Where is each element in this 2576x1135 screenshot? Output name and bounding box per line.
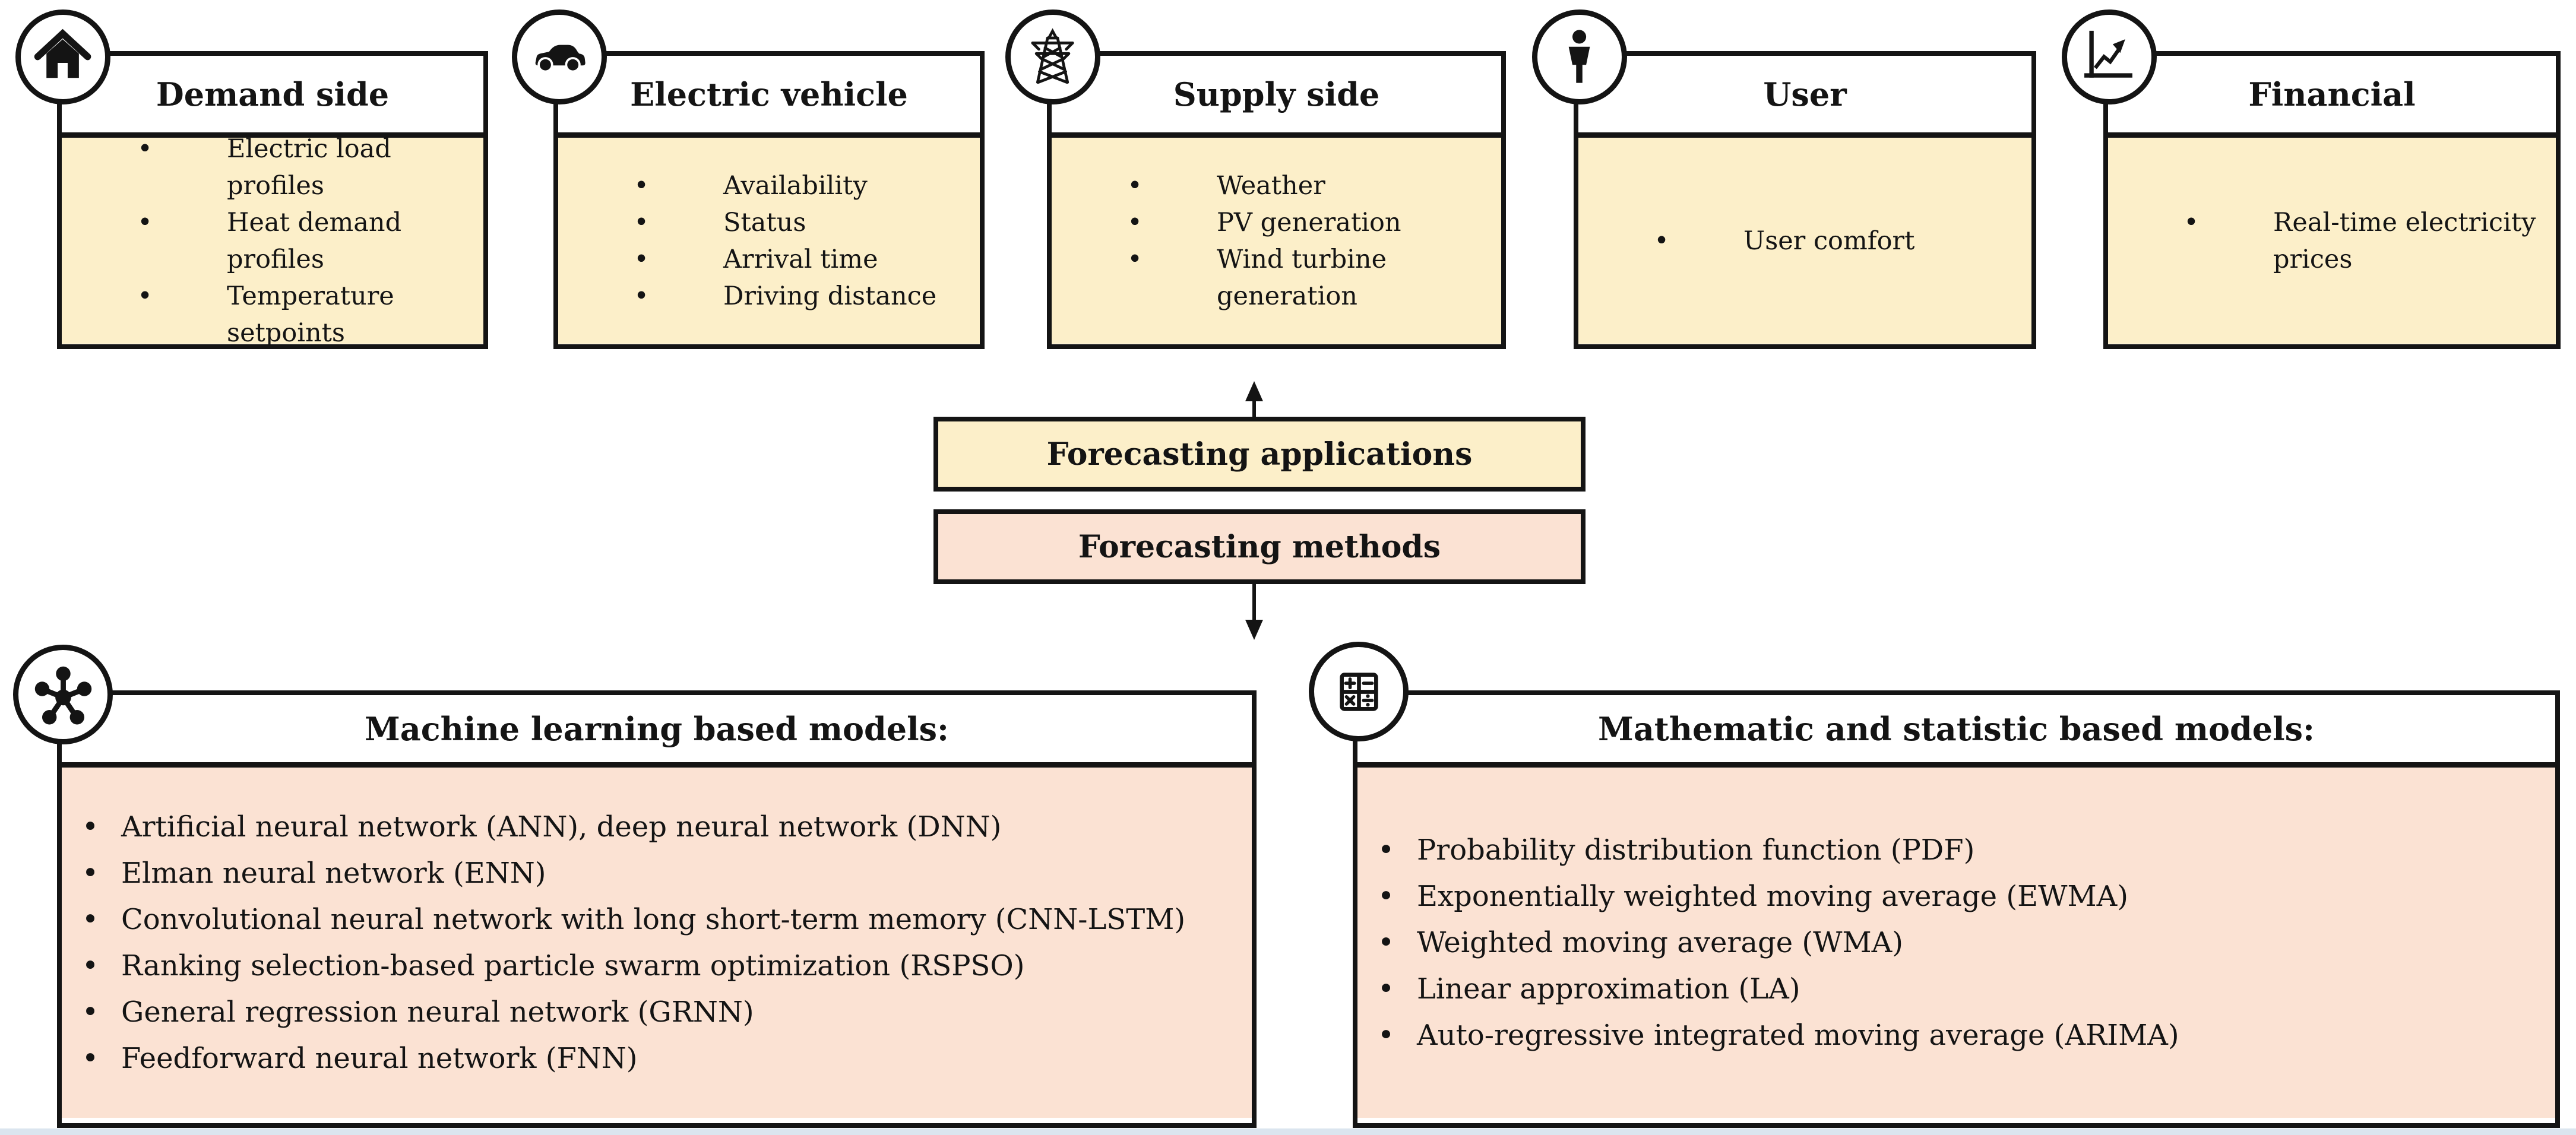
bullet-icon — [1373, 879, 1399, 914]
list-item: Status — [558, 204, 980, 241]
window-bottom-edge — [0, 1128, 2576, 1135]
list-item: Arrival time — [558, 241, 980, 278]
list-item: Availability — [558, 167, 980, 204]
list-item: Ranking selection-based particle swarm o… — [62, 948, 1252, 984]
bullet-icon — [1118, 241, 1151, 315]
financial-header: Financial — [2108, 56, 2556, 138]
user-title: User — [1763, 75, 1847, 113]
financial-icon — [2062, 9, 2157, 104]
electric-vehicle-header: Electric vehicle — [558, 56, 980, 138]
list-item: Weighted moving average (WMA) — [1357, 925, 2555, 960]
bullet-icon — [625, 167, 658, 204]
user-icon-badge — [1532, 9, 1627, 104]
person-icon — [1569, 30, 1590, 84]
bullet-icon — [1118, 167, 1151, 204]
bullet-icon — [128, 278, 162, 351]
list-item: Elman neural network (ENN) — [62, 855, 1252, 891]
list-item: Exponentially weighted moving average (E… — [1357, 879, 2555, 914]
math-statistic-models-body: Probability distribution function (PDF) … — [1357, 768, 2555, 1118]
financial-title: Financial — [2248, 75, 2416, 113]
list-item: Temperature setpoints — [62, 278, 483, 351]
electric-vehicle-icon — [512, 9, 607, 104]
machine-learning-models-body: Artificial neural network (ANN), deep ne… — [62, 768, 1252, 1118]
bullet-icon — [77, 1041, 103, 1076]
transmission-tower-icon — [1031, 28, 1074, 84]
financial-box: Financial Real-time electricity prices — [2103, 51, 2561, 349]
list-item: Probability distribution function (PDF) — [1357, 832, 2555, 868]
bullet-icon — [77, 994, 103, 1030]
demand-side-icon — [15, 9, 110, 104]
bullet-icon — [1373, 925, 1399, 960]
bullet-icon — [77, 855, 103, 891]
bullet-icon — [77, 902, 103, 937]
list-item: User comfort — [1578, 223, 2031, 259]
demand-side-header: Demand side — [62, 56, 483, 138]
machine-learning-icon — [13, 645, 113, 744]
forecasting-methods-box: Forecasting methods — [933, 509, 1586, 584]
machine-learning-models-header: Machine learning based models: — [62, 695, 1252, 768]
up-arrow — [1245, 381, 1263, 418]
demand-side-body: Electric load profiles Heat demand profi… — [62, 134, 483, 348]
bullet-icon — [625, 204, 658, 241]
math-statistic-models-box: Mathematic and statistic based models: P… — [1353, 690, 2560, 1128]
bullet-icon — [1373, 832, 1399, 868]
bullet-icon — [625, 278, 658, 315]
list-item: Feedforward neural network (FNN) — [62, 1041, 1252, 1076]
demand-side-box: Demand side Electric load profiles Heat … — [57, 51, 488, 349]
car-icon — [536, 45, 586, 73]
list-item: Weather — [1052, 167, 1501, 204]
down-arrow — [1245, 584, 1263, 640]
list-item: Real-time electricity prices — [2108, 204, 2556, 278]
bullet-icon — [1373, 1017, 1399, 1053]
forecasting-applications-box: Forecasting applications — [933, 417, 1586, 492]
math-statistic-models-header: Mathematic and statistic based models: — [1357, 695, 2555, 768]
calculator-icon — [1339, 672, 1378, 711]
financial-body: Real-time electricity prices — [2108, 138, 2556, 344]
user-body: User comfort — [1578, 138, 2031, 344]
supply-side-header: Supply side — [1052, 56, 1501, 138]
list-item: Driving distance — [558, 278, 980, 315]
supply-side-title: Supply side — [1173, 75, 1380, 113]
line-chart-icon — [2084, 31, 2133, 78]
list-item: Wind turbine generation — [1052, 241, 1501, 315]
list-item: Auto-regressive integrated moving averag… — [1357, 1017, 2555, 1053]
electric-vehicle-title: Electric vehicle — [630, 75, 908, 113]
electric-vehicle-body: Availability Status Arrival time Driving… — [558, 138, 980, 344]
math-statistic-models-title: Mathematic and statistic based models: — [1598, 709, 2315, 748]
list-item: General regression neural network (GRNN) — [62, 994, 1252, 1030]
list-item: Electric load profiles — [62, 131, 483, 204]
list-item: PV generation — [1052, 204, 1501, 241]
bullet-icon — [128, 204, 162, 278]
forecasting-applications-label: Forecasting applications — [1046, 436, 1473, 473]
supply-side-box: Supply side Weather PV generation Wind t… — [1047, 51, 1506, 349]
bullet-icon — [1373, 971, 1399, 1007]
home-icon — [34, 29, 91, 78]
list-item: Heat demand profiles — [62, 204, 483, 278]
bullet-icon — [1118, 204, 1151, 241]
bullet-icon — [77, 948, 103, 984]
bullet-icon — [77, 809, 103, 845]
neural-network-icon — [34, 666, 91, 724]
forecasting-methods-label: Forecasting methods — [1078, 528, 1441, 565]
supply-side-body: Weather PV generation Wind turbine gener… — [1052, 138, 1501, 344]
user-header: User — [1578, 56, 2031, 138]
list-item: Linear approximation (LA) — [1357, 971, 2555, 1007]
list-item: Convolutional neural network with long s… — [62, 902, 1252, 937]
bullet-icon — [1645, 223, 1678, 259]
user-box: User User comfort — [1574, 51, 2036, 349]
electric-vehicle-box: Electric vehicle Availability Status Arr… — [553, 51, 985, 349]
bullet-icon — [625, 241, 658, 278]
supply-side-icon — [1005, 9, 1100, 104]
list-item: Artificial neural network (ANN), deep ne… — [62, 809, 1252, 845]
demand-side-title: Demand side — [156, 75, 390, 113]
machine-learning-models-box: Machine learning based models: Artificia… — [57, 690, 1257, 1128]
math-statistic-icon — [1309, 642, 1409, 741]
bullet-icon — [128, 131, 162, 204]
machine-learning-models-title: Machine learning based models: — [365, 709, 949, 748]
bullet-icon — [2175, 204, 2208, 278]
